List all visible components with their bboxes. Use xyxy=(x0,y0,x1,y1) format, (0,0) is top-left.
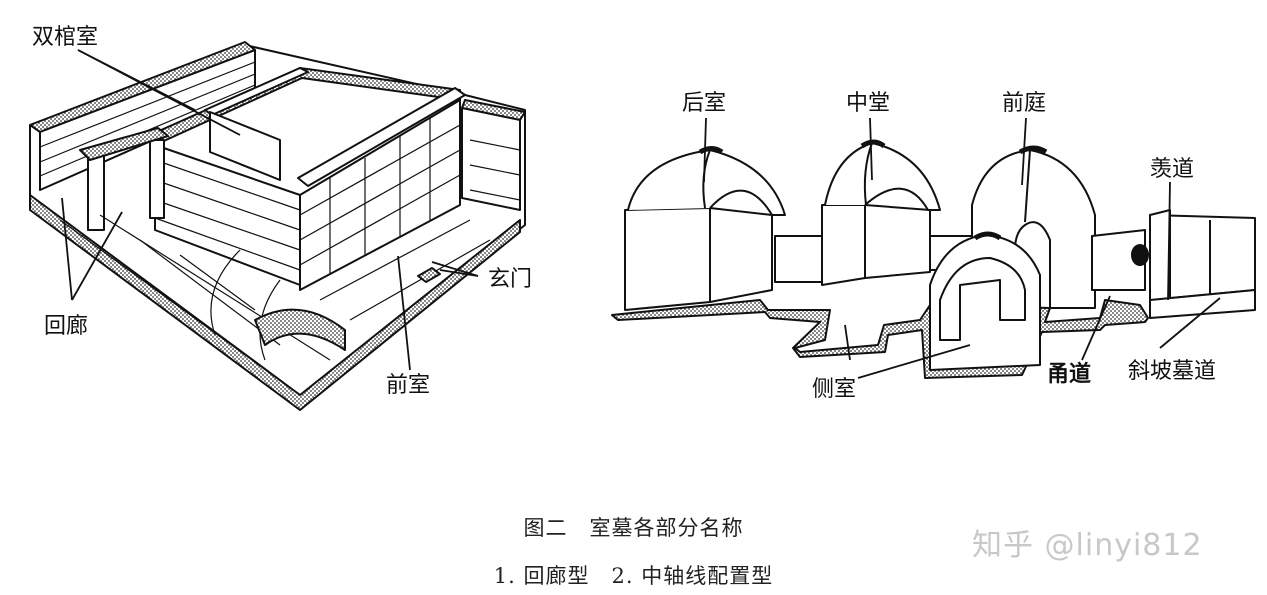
front-pillar-left xyxy=(87,149,105,231)
central-axis-tomb-drawing xyxy=(611,139,1256,379)
front-doorway xyxy=(254,308,346,351)
side-chamber xyxy=(929,231,1041,371)
middle-hall xyxy=(821,139,941,286)
xuanmen-marker xyxy=(417,267,441,283)
label-yongdao: 甬道 xyxy=(1047,361,1091,387)
label-qianting: 前庭 xyxy=(1002,91,1046,116)
xiandao-block xyxy=(1131,209,1256,301)
label-zhongtang: 中堂 xyxy=(846,91,890,116)
label-xiepo-mudao: 斜坡墓道 xyxy=(1128,359,1216,384)
right-leader-lines xyxy=(703,117,1221,379)
passage-3 xyxy=(1091,229,1146,291)
figure-caption-title: 图二 室墓各部分名称 xyxy=(523,516,744,540)
label-xiandao: 羡道 xyxy=(1150,157,1194,182)
chamber-courses xyxy=(154,118,461,275)
front-pillar-right xyxy=(149,139,165,219)
label-shuangguanshi: 双棺室 xyxy=(32,25,98,50)
cross-beam-right xyxy=(297,87,466,187)
outer-wall-right xyxy=(461,107,521,211)
label-ceshi: 侧室 xyxy=(812,377,856,402)
figure-caption-subtitle: 1. 回廊型 2. 中轴线配置型 xyxy=(493,564,774,588)
sloping-path xyxy=(1149,289,1256,319)
label-huilang: 回廊 xyxy=(44,314,88,339)
left-leader-lines xyxy=(61,49,479,371)
front-lintel xyxy=(79,127,169,161)
corridor-type-tomb-drawing xyxy=(29,41,526,411)
label-qianshi: 前室 xyxy=(386,373,430,398)
label-xuanmen: 玄门 xyxy=(488,267,532,292)
label-houshi: 后室 xyxy=(682,91,726,116)
back-chamber xyxy=(624,146,786,311)
watermark: 知乎 @linyi812 xyxy=(972,528,1203,563)
